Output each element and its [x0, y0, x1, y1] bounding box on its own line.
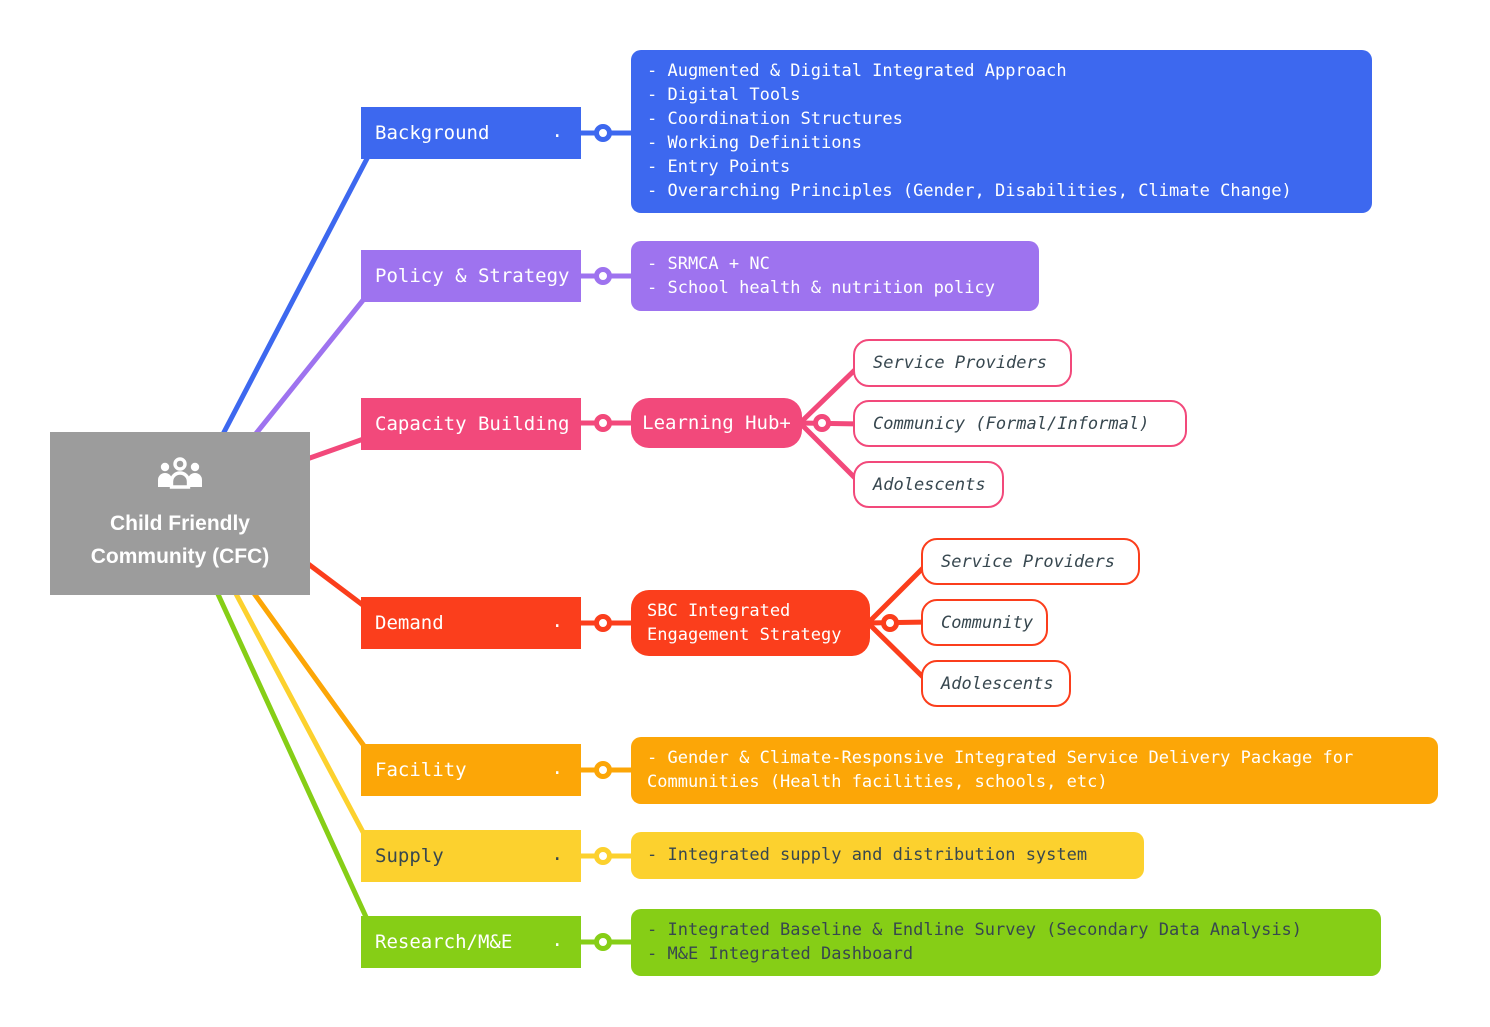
connector-hub-demand-child1: [865, 558, 933, 626]
branch-background[interactable]: Background .: [361, 107, 581, 159]
learning-hub-label: Learning Hub+: [642, 412, 791, 434]
branch-supply-dot: .: [551, 843, 563, 865]
content-line: - School health & nutrition policy: [647, 278, 995, 298]
branch-facility[interactable]: Facility .: [361, 744, 581, 796]
content-line: - SRMCA + NC: [647, 254, 770, 274]
leaf-label: Adolescents: [941, 673, 1054, 694]
branch-capacity-building[interactable]: Capacity Building: [361, 398, 581, 450]
root-title-line1: Child Friendly: [109, 511, 250, 535]
root-title-line2: Community (CFC): [90, 544, 270, 568]
branch-facility-dot: .: [551, 757, 563, 779]
content-line: - Overarching Principles (Gender, Disabi…: [647, 181, 1292, 201]
content-line: - Integrated supply and distribution sys…: [647, 845, 1088, 865]
branch-background-label: Background: [375, 122, 490, 144]
branch-demand-label: Demand: [375, 612, 444, 634]
toggle-ring-background[interactable]: [594, 124, 612, 142]
toggle-ring-facility[interactable]: [594, 761, 612, 779]
content-line: - Augmented & Digital Integrated Approac…: [647, 61, 1067, 81]
people-group-icon: [156, 455, 204, 501]
content-line: - Entry Points: [647, 157, 791, 177]
content-line: - Integrated Baseline & Endline Survey (…: [647, 920, 1303, 940]
leaf-demand-community[interactable]: Community: [921, 599, 1048, 646]
background-content-box[interactable]: - Augmented & Digital Integrated Approac…: [631, 50, 1372, 213]
branch-research-me-label: Research/M&E: [375, 931, 513, 953]
branch-policy-strategy[interactable]: Policy & Strategy: [361, 250, 581, 302]
policy-content-box[interactable]: - SRMCA + NC - School health & nutrition…: [631, 241, 1039, 311]
connector-root-research: [214, 589, 375, 933]
toggle-ring-demand[interactable]: [594, 614, 612, 632]
branch-research-me[interactable]: Research/M&E .: [361, 916, 581, 968]
leaf-label: Service Providers: [873, 353, 1047, 373]
toggle-ring-capacity[interactable]: [594, 414, 612, 432]
branch-demand[interactable]: Demand .: [361, 597, 581, 649]
research-content-box[interactable]: - Integrated Baseline & Endline Survey (…: [631, 909, 1381, 976]
leaf-demand-service-providers[interactable]: Service Providers: [921, 538, 1140, 585]
sbc-strategy-line2: Engagement Strategy: [647, 625, 842, 645]
branch-research-me-dot: .: [551, 929, 563, 951]
facility-content-box[interactable]: - Gender & Climate-Responsive Integrated…: [631, 737, 1438, 804]
leaf-label: Service Providers: [941, 551, 1115, 572]
connector-root-facility: [250, 589, 375, 760]
content-line: - Gender & Climate-Responsive Integrated…: [647, 748, 1354, 768]
toggle-ring-policy[interactable]: [594, 267, 612, 285]
connector-hub-demand-child2: [865, 619, 933, 626]
supply-content-box[interactable]: - Integrated supply and distribution sys…: [631, 832, 1144, 879]
leaf-capacity-communicy[interactable]: Communicy (Formal/Informal): [853, 400, 1187, 447]
branch-policy-strategy-label: Policy & Strategy: [375, 265, 570, 287]
connector-root-supply: [232, 589, 375, 852]
sbc-strategy-node[interactable]: SBC Integrated Engagement Strategy: [631, 590, 870, 656]
leaf-capacity-adolescents[interactable]: Adolescents: [853, 461, 1004, 508]
branch-background-dot: .: [551, 120, 563, 142]
branch-supply-label: Supply: [375, 845, 444, 867]
sbc-strategy-line1: SBC Integrated: [647, 601, 791, 621]
content-line: - Working Definitions: [647, 133, 862, 153]
learning-hub-node[interactable]: Learning Hub+: [631, 398, 802, 448]
connector-hub-capacity-child2: [797, 420, 865, 427]
toggle-ring-sbc[interactable]: [881, 614, 899, 632]
content-line: - M&E Integrated Dashboard: [647, 944, 914, 964]
connector-hub-capacity-child1: [797, 360, 865, 426]
content-line: Communities (Health facilities, schools,…: [647, 772, 1108, 792]
connector-root-policy: [251, 286, 375, 439]
branch-capacity-building-label: Capacity Building: [375, 413, 570, 435]
content-line: - Coordination Structures: [647, 109, 903, 129]
leaf-capacity-service-providers[interactable]: Service Providers: [853, 339, 1072, 387]
leaf-label: Community: [941, 612, 1034, 633]
branch-supply[interactable]: Supply .: [361, 830, 581, 882]
root-node-child-friendly-community[interactable]: Child Friendly Community (CFC): [50, 432, 310, 595]
branch-facility-label: Facility: [375, 759, 467, 781]
connector-root-background: [219, 146, 375, 439]
connector-hub-capacity-child3: [797, 420, 865, 488]
toggle-ring-learning-hub[interactable]: [813, 414, 831, 432]
branch-demand-dot: .: [551, 610, 563, 632]
leaf-label: Communicy (Formal/Informal): [873, 413, 1150, 434]
leaf-demand-adolescents[interactable]: Adolescents: [921, 660, 1071, 707]
connector-hub-demand-child3: [865, 620, 933, 687]
toggle-ring-supply[interactable]: [594, 847, 612, 865]
toggle-ring-research[interactable]: [594, 933, 612, 951]
content-line: - Digital Tools: [647, 85, 801, 105]
leaf-label: Adolescents: [873, 474, 986, 495]
